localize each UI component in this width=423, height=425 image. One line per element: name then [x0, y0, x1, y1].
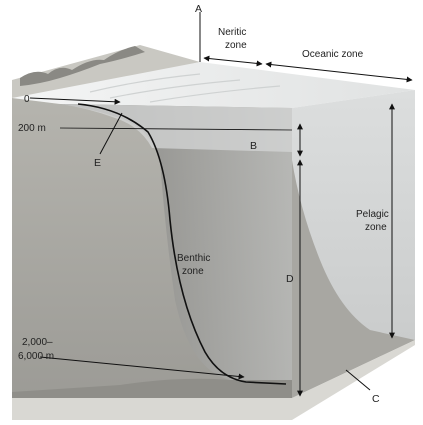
label-neritic-2: zone [225, 40, 247, 51]
depth-deep-arrow [39, 356, 245, 380]
seafloor-front [12, 378, 292, 398]
label-c: C [372, 393, 380, 405]
depth-200-line [59, 127, 293, 131]
c-pointer [345, 369, 371, 391]
surface-waves [89, 73, 281, 103]
label-a: A [195, 3, 202, 15]
benthic-curve [77, 103, 287, 385]
label-depth-200: 200 m [18, 123, 46, 134]
deep-water-column [60, 104, 292, 380]
label-depth-deep-2: 6,000 m [18, 351, 54, 362]
label-oceanic: Oceanic zone [302, 49, 364, 60]
label-depth-0: 0 [24, 94, 30, 105]
label-pelagic-2: zone [365, 222, 387, 233]
label-b: B [250, 140, 257, 152]
right-face-seafloor [292, 160, 415, 398]
neritic-arrow [203, 55, 263, 67]
rocky-shoreline [20, 46, 145, 86]
water-top-surface [12, 62, 415, 108]
label-neritic-1: Neritic [218, 27, 246, 38]
e-pointer [99, 112, 123, 155]
depth-0-arrow [29, 97, 121, 105]
oceanic-arrow [265, 61, 413, 83]
photic-layer [60, 104, 292, 152]
land-top-surface [12, 45, 200, 98]
block-bottom-face [12, 340, 415, 420]
label-d: D [286, 273, 294, 285]
label-benthic-2: zone [182, 266, 204, 277]
label-pelagic-1: Pelagic [356, 209, 389, 220]
label-depth-deep-1: 2,000– [22, 337, 53, 348]
label-e: E [94, 157, 101, 169]
label-benthic-1: Benthic [177, 253, 210, 264]
